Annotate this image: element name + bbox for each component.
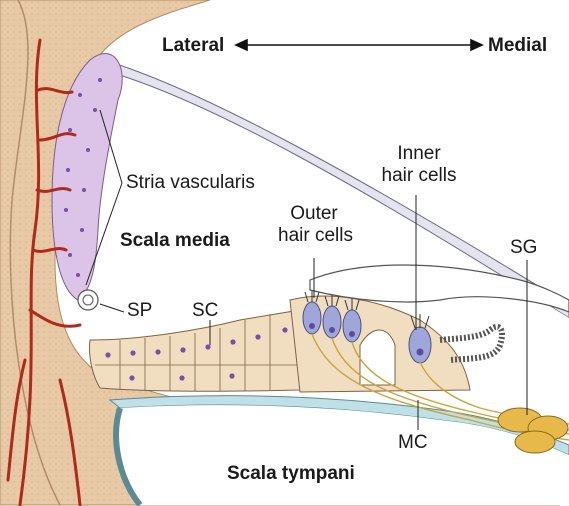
inner-hair-cells-label-line2: hair cells bbox=[378, 165, 460, 187]
inner-hair-cells-label: Inner hair cells bbox=[378, 143, 460, 187]
inner-hair-cells-label-line1: Inner bbox=[378, 143, 460, 165]
medial-label: Medial bbox=[488, 35, 547, 57]
stria-vascularis-label: Stria vascularis bbox=[126, 172, 255, 194]
sg-label: SG bbox=[510, 237, 537, 259]
outer-hair-cells-label-line2: hair cells bbox=[278, 225, 350, 247]
lateral-label: Lateral bbox=[162, 35, 224, 57]
outer-hair-cells-label-line1: Outer bbox=[278, 203, 350, 225]
mc-label: MC bbox=[398, 432, 428, 454]
orientation-arrow bbox=[236, 40, 482, 50]
sc-label: SC bbox=[192, 300, 218, 322]
sp-label: SP bbox=[127, 300, 152, 322]
scala-media-label: Scala media bbox=[120, 230, 230, 252]
inner-hair-cell bbox=[409, 314, 431, 363]
scala-tympani-label: Scala tympani bbox=[227, 463, 355, 485]
outer-hair-cells-label: Outer hair cells bbox=[278, 203, 350, 247]
spiral-prominence bbox=[78, 290, 98, 310]
